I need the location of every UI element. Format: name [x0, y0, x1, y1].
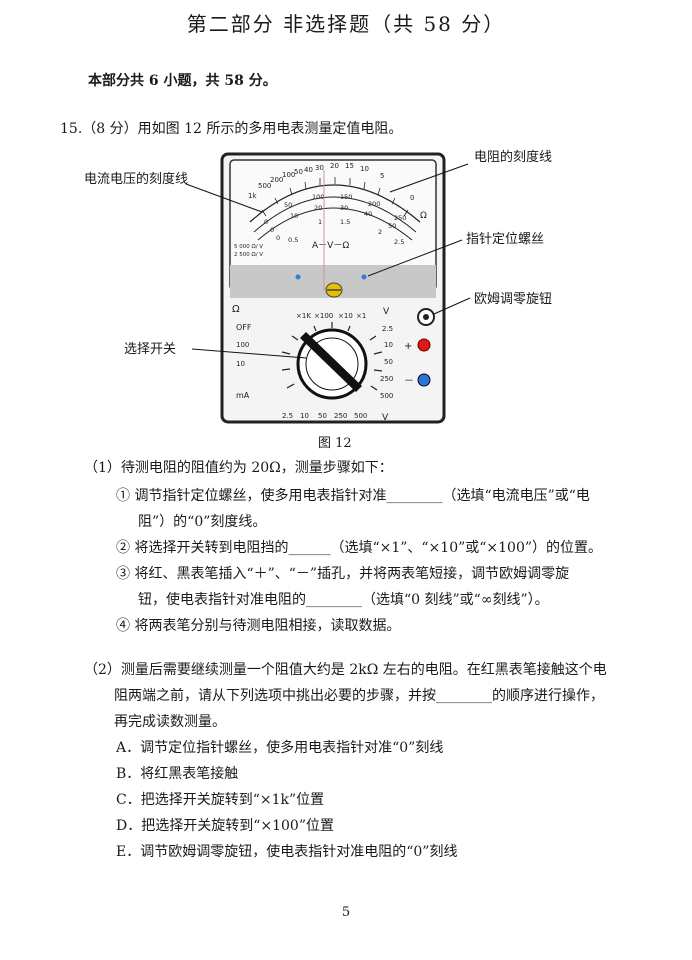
scale-ticks [261, 177, 409, 217]
ac-scale-0: 0 [276, 234, 280, 242]
top-scale-10: 10 [360, 165, 369, 173]
callout-selector-switch: 选择开关 [124, 342, 177, 357]
bottom-range-10: 10 [300, 412, 309, 420]
part2-option-e: E．调节欧姆调零旋钮，使电表指针对准电阻的“0”刻线 [116, 844, 458, 860]
top-scale-20: 20 [330, 162, 339, 170]
right-range-2.5: 2.5 [382, 325, 393, 333]
panel-v-label-top: V [383, 307, 390, 317]
right-range-10: 10 [384, 341, 393, 349]
blue-jack [417, 373, 431, 387]
question-15-head: 15.（8 分）用如图 12 所示的多用电表测量定值电阻。 [60, 121, 403, 137]
low-scale-10: 10 [290, 212, 298, 220]
ac-scale-2: 2 [378, 228, 382, 236]
dial-spec-1: 5 000 Ω/ V [234, 244, 263, 250]
ac-scale-2.5: 2.5 [394, 238, 404, 246]
top-left-200: 200 [270, 176, 283, 184]
part2-line3: 再完成读数测量。 [114, 714, 226, 730]
mid-scale-150: 150 [340, 193, 352, 201]
part2-option-a: A．调节定位指针螺丝，使多用电表指针对准“0”刻线 [116, 740, 444, 756]
top-left-50: 50 [294, 168, 303, 176]
part2-option-c: C．把选择开关旋转到“×1k”位置 [116, 792, 325, 808]
dial-omega-symbol: Ω [420, 211, 427, 221]
part2-line1: （2）测量后需要继续测量一个阻值大约是 2kΩ 左右的电阻。在红黑表笔接触这个电 [84, 662, 607, 678]
plus-label: + [404, 341, 412, 352]
part1-step3-line1: ③ 将红、黑表笔插入“＋”、“－”插孔，并将两表笔短接，调节欧姆调零旋 [116, 566, 570, 582]
right-range-500: 500 [380, 392, 393, 400]
ma-label: mA [236, 391, 250, 400]
dial-lower-band [230, 265, 436, 298]
panel-omega-symbol: Ω [232, 304, 240, 315]
left-range-10: 10 [236, 360, 245, 368]
bottom-range-250: 250 [334, 412, 347, 420]
mid-scale-100: 100 [312, 193, 324, 201]
page-number: 5 [341, 905, 351, 920]
bottom-range-50: 50 [318, 412, 327, 420]
low-scale-40: 40 [364, 210, 372, 218]
ohm-range-10: ×10 [338, 312, 353, 320]
minus-label: － [404, 376, 414, 387]
part2-option-b: B．将红黑表笔接触 [116, 766, 239, 782]
screw-dot-left [295, 274, 301, 280]
top-left-1k: 1k [248, 192, 257, 200]
ac-scale-1.5: 1.5 [340, 218, 350, 226]
callout-resistance-scale: 电阻的刻度线 [474, 150, 553, 165]
ac-scale-1: 1 [318, 218, 322, 226]
part2-option-d: D．把选择开关旋转到“×100”位置 [116, 818, 334, 834]
top-scale-5: 5 [380, 172, 384, 180]
part1-step2: ② 将选择开关转到电阻挡的______（选填“×1”、“×10”或“×100”）… [116, 540, 603, 556]
panel-v-label-bottom: V [382, 413, 389, 423]
low-scale-20: 20 [314, 204, 322, 212]
mid-scale-200: 200 [368, 200, 380, 208]
bottom-range-2.5: 2.5 [282, 412, 293, 420]
part1-intro: （1）待测电阻的阻值约为 20Ω，测量步骤如下： [84, 460, 393, 476]
top-scale-15: 15 [345, 162, 354, 170]
part1-step4: ④ 将两表笔分别与待测电阻相接，读取数据。 [116, 618, 401, 634]
part1-step1-line1: ① 调节指针定位螺丝，使多用电表指针对准________（选填“电流电压”或“电 [116, 488, 590, 504]
dc-scale-arc [253, 196, 417, 233]
part2-line2: 阻两端之前，请从下列选项中挑出必要的步骤，并按________的顺序进行操作， [114, 688, 604, 704]
callout-ohm-zero-knob: 欧姆调零旋钮 [474, 292, 553, 307]
callout-current-voltage-scale: 电流电压的刻度线 [84, 172, 189, 187]
right-range-250: 250 [380, 375, 393, 383]
multimeter-figure: 30 20 15 10 5 0 1k 500 200 100 50 40 0 5… [0, 140, 692, 440]
screw-dot-right [361, 274, 367, 280]
part1-step1-line2: 阻”）的“0”刻度线。 [138, 514, 267, 530]
part1-step3-line2: 钮，使电表指针对准电阻的________（选填“0 刻线”或“∞刻线”）。 [138, 592, 549, 608]
callout-lines [185, 163, 471, 359]
off-label: OFF [236, 323, 252, 332]
section-title: 第二部分 非选择题（共 58 分） [186, 12, 506, 36]
bottom-range-500: 500 [354, 412, 367, 420]
top-scale-0: 0 [410, 194, 414, 202]
ohm-range-100: ×100 [314, 312, 333, 320]
mid-scale-250: 250 [394, 214, 406, 222]
low-scale-50: 50 [388, 222, 396, 230]
right-range-50: 50 [384, 358, 393, 366]
selector-knob-pointer [300, 332, 362, 392]
dial-spec-2: 2 500 Ω/ V [234, 252, 263, 258]
selector-ticks [281, 322, 383, 391]
red-jack [417, 338, 431, 352]
dial-av-label: A－V－Ω [312, 241, 349, 251]
figure-caption: 图 12 [318, 436, 352, 451]
top-left-100: 100 [282, 171, 295, 179]
top-left-500: 500 [258, 182, 271, 190]
low-scale-30: 30 [340, 204, 348, 212]
resistance-scale-arc [249, 184, 421, 223]
ac-scale-arc [257, 207, 413, 241]
mid-scale-0: 0 [264, 218, 268, 226]
ac-scale-0.5: 0.5 [288, 236, 298, 244]
low-scale-0: 0 [270, 226, 274, 234]
ohm-range-1: ×1 [356, 312, 366, 320]
top-scale-30: 30 [315, 164, 324, 172]
multimeter-illustration: 30 20 15 10 5 0 1k 500 200 100 50 40 0 5… [185, 152, 471, 424]
ohm-range-1k: ×1K [296, 312, 311, 320]
top-left-40: 40 [304, 166, 313, 174]
left-range-100: 100 [236, 341, 249, 349]
section-intro: 本部分共 6 小题，共 58 分。 [88, 73, 277, 89]
callout-pointer-screw: 指针定位螺丝 [466, 232, 545, 247]
mid-scale-50: 50 [284, 201, 292, 209]
